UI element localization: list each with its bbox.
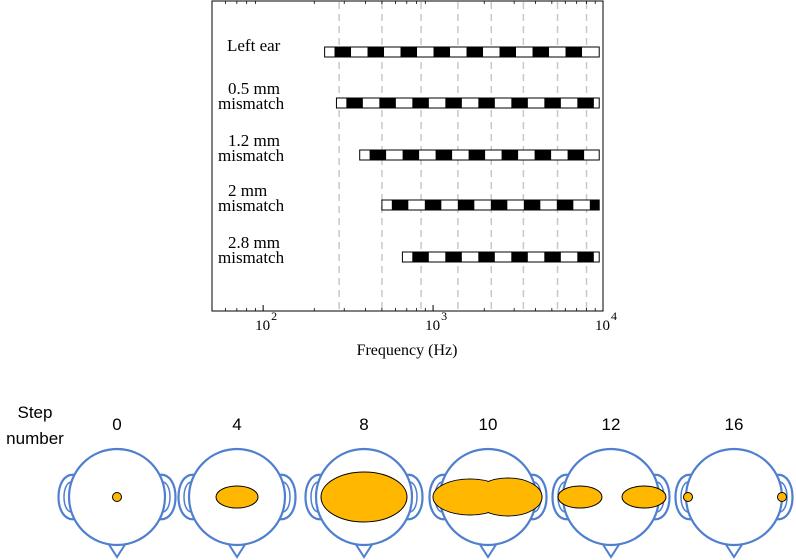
sound-image-blob	[112, 492, 122, 502]
bar-segment	[445, 252, 462, 262]
step-number-label: 4	[232, 415, 241, 434]
sound-image-blob	[320, 471, 408, 523]
x-tick-label: 10	[425, 318, 440, 334]
x-tick-exponent: 4	[611, 309, 617, 323]
bar-segment	[412, 252, 429, 262]
bar-segment	[523, 200, 541, 210]
bar-segment	[379, 98, 396, 108]
heads-layer: 0 4 8 10 12 16	[57, 415, 794, 559]
bar-segment	[346, 98, 363, 108]
row-label-line1: 2 mm	[228, 181, 267, 200]
x-tick-exponent: 2	[271, 309, 277, 323]
bar-segment	[468, 150, 486, 160]
mismatch-bar-row-0	[324, 46, 600, 58]
row-label-line2: mismatch	[218, 146, 285, 165]
bar-outline	[335, 97, 600, 109]
head-step-16: 16	[674, 415, 794, 559]
step-title-line2: number	[6, 429, 64, 448]
x-tick-label: 10	[595, 318, 610, 334]
bar-segment	[402, 150, 420, 160]
row-label-line1: 0.5 mm	[228, 79, 280, 98]
bar-segment	[544, 98, 561, 108]
bar-segment	[565, 47, 583, 57]
bar-segment	[499, 47, 517, 57]
bars-layer	[324, 46, 600, 263]
step-number-label: 8	[359, 415, 368, 434]
bar-outline	[324, 46, 600, 58]
step-number-label: 16	[725, 415, 744, 434]
head-step-12: 12	[551, 415, 671, 559]
bar-segment	[457, 200, 475, 210]
bar-segment	[544, 252, 561, 262]
bar-segment	[567, 150, 585, 160]
step-number-label: 12	[602, 415, 621, 434]
blob-lobe-fill	[474, 478, 542, 516]
bar-segment	[532, 47, 550, 57]
x-tick-label: 10	[255, 318, 270, 334]
sound-image-blob	[683, 492, 693, 502]
bar-segment	[412, 98, 429, 108]
sound-image-blob	[777, 492, 787, 502]
bar-segment	[466, 47, 484, 57]
step-title-line1: Step	[18, 403, 53, 422]
bar-segment	[577, 252, 594, 262]
head-step-0: 0	[57, 415, 177, 559]
mismatch-bar-row-4	[401, 251, 600, 263]
bar-segment	[490, 200, 508, 210]
bar-segment	[478, 252, 495, 262]
mismatch-bar-row-1	[335, 97, 600, 109]
head-step-4: 4	[177, 415, 297, 559]
bar-segment	[556, 200, 574, 210]
bar-segment	[367, 47, 385, 57]
head-step-8: 8	[304, 415, 424, 559]
row-label-line2: mismatch	[218, 94, 285, 113]
step-sequence: Step number 0 4 8 10 12 16	[6, 403, 794, 559]
bar-outline	[401, 251, 600, 263]
bar-segment	[501, 150, 519, 160]
bar-segment	[433, 47, 451, 57]
row-label-line1: 1.2 mm	[228, 131, 280, 150]
row-label-line2: mismatch	[218, 248, 285, 267]
chart-frame	[211, 0, 604, 312]
step-number-label: 0	[112, 415, 121, 434]
bar-segment	[589, 200, 600, 210]
bar-segment	[424, 200, 442, 210]
sound-image-blob	[215, 485, 259, 509]
row-label-line2: mismatch	[218, 196, 285, 215]
bar-segment	[400, 47, 418, 57]
head-step-10: 10	[428, 415, 548, 559]
head-outline	[684, 447, 784, 547]
mismatch-bar-row-3	[381, 199, 600, 211]
x-axis-label: Frequency (Hz)	[357, 342, 458, 359]
bar-segment	[478, 98, 495, 108]
bar-segment	[445, 98, 462, 108]
sound-image-blob	[621, 485, 667, 509]
mismatch-bar-row-2	[359, 149, 600, 161]
bar-segment	[435, 150, 453, 160]
row-label: Left ear	[227, 36, 281, 55]
bar-segment	[577, 98, 594, 108]
bar-segment	[511, 98, 528, 108]
bar-segment	[369, 150, 387, 160]
bar-segment	[534, 150, 552, 160]
x-tick-exponent: 3	[441, 309, 447, 323]
bar-segment	[334, 47, 352, 57]
step-number-label: 10	[479, 415, 498, 434]
row-label-line1: 2.8 mm	[228, 233, 280, 252]
bar-segment	[511, 252, 528, 262]
bar-segment	[391, 200, 409, 210]
sound-image-blob	[557, 485, 603, 509]
